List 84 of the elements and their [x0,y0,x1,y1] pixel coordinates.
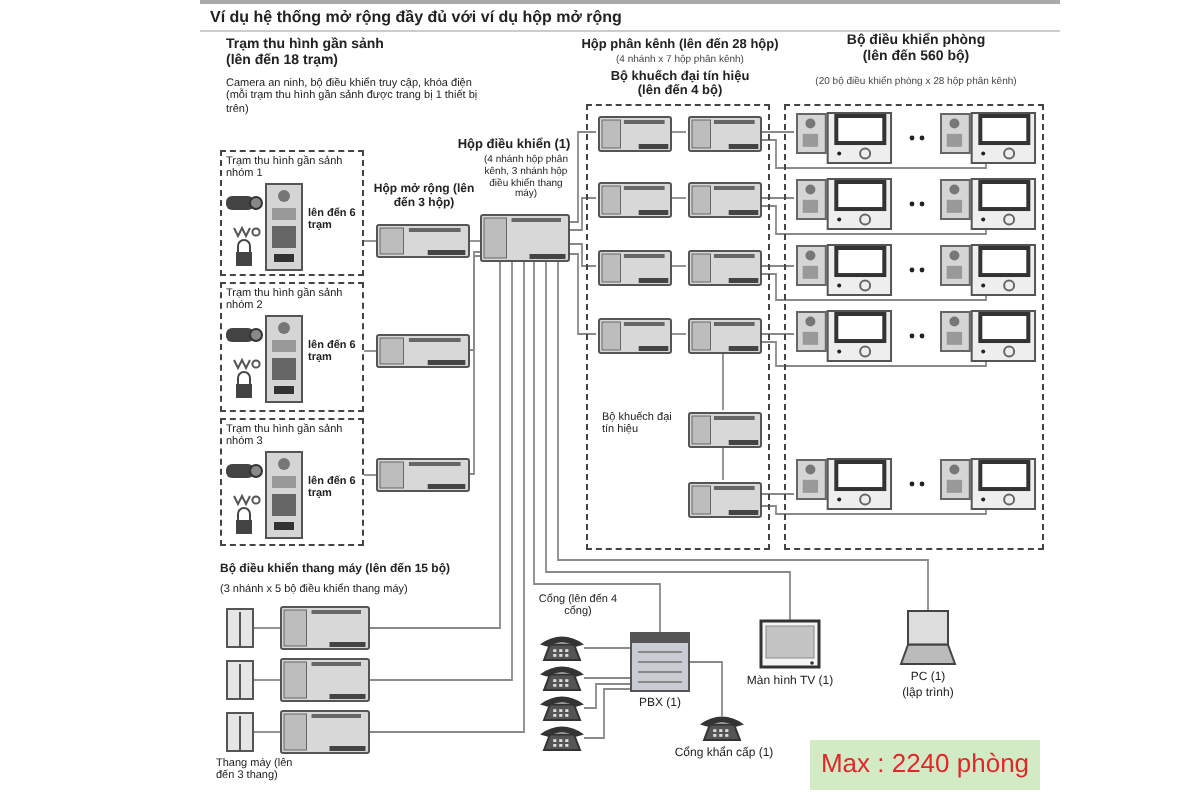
connection-line [253,627,281,629]
room-monitor-drawing [940,244,1036,296]
connection-line [759,131,795,133]
control-unit-drawing [598,250,672,286]
connection-line [669,333,687,335]
room-monitor-drawing [796,310,892,362]
room-monitor-drawing [940,458,1036,510]
connection-line [759,493,795,495]
connection-line [363,474,377,476]
elevator-icon [226,712,254,752]
dashed-group-box [220,282,364,412]
diagram-title: Ví dụ hệ thống mở rộng đầy đủ với ví dụ hộp mở rộng [210,8,622,27]
control-unit-drawing [480,214,570,262]
connection-line [689,661,723,717]
control-unit-drawing [280,710,370,754]
control-unit-drawing [280,606,370,650]
connection-line [369,261,501,629]
note-box [810,740,1040,790]
connection-line [469,240,481,242]
connection-line [363,350,377,352]
control-unit-drawing [688,250,762,286]
connection-line [759,333,795,335]
connection-line [669,197,687,199]
control-unit-drawing [376,334,470,368]
connection-line [759,505,987,515]
room-monitor-drawing [796,458,892,510]
connection-line [722,445,724,481]
connection-line [759,341,987,367]
room-monitor-drawing [940,112,1036,164]
connection-line [557,261,929,611]
laptop-icon [900,610,956,666]
tv-screen-icon [760,620,820,668]
control-unit-drawing [688,116,762,152]
telephone-icon [540,726,584,750]
connection-line [759,205,987,235]
room-monitor-drawing [940,310,1036,362]
connection-line [722,351,724,411]
connection-line [569,197,597,231]
connection-line [533,261,661,633]
elevator-icon [226,660,254,700]
control-unit-drawing [688,318,762,354]
connection-line [583,683,631,709]
dashed-group-box [220,418,364,546]
connection-line [569,131,597,223]
room-monitor-drawing [940,178,1036,230]
connection-line [363,240,377,242]
control-unit-drawing [688,182,762,218]
connection-line [253,731,281,733]
control-unit-drawing [598,116,672,152]
control-unit-drawing [598,318,672,354]
connection-line [469,255,481,475]
connection-line [569,243,597,267]
telephone-icon [540,666,584,690]
control-unit-drawing [376,224,470,258]
connection-line [759,139,987,169]
connection-line [545,261,791,621]
connection-line [369,261,525,733]
telephone-icon [540,636,584,660]
control-unit-drawing [688,412,762,448]
control-unit-drawing [598,182,672,218]
dashed-group-box [220,150,364,276]
telephone-icon [540,696,584,720]
connection-line [669,265,687,267]
control-unit-drawing [280,658,370,702]
connection-line [583,677,631,679]
connection-line [569,253,597,335]
control-unit-drawing [688,482,762,518]
connection-line [669,131,687,133]
control-unit-drawing [376,458,470,492]
connection-line [759,197,795,199]
connection-line [583,688,631,739]
room-monitor-drawing [796,244,892,296]
pbx-unit-drawing [630,632,690,692]
connection-line [759,273,987,301]
telephone-icon [700,716,744,740]
room-monitor-drawing [796,178,892,230]
connection-line [759,265,795,267]
connection-line [253,679,281,681]
connection-line [369,261,513,681]
note-text: Max : 2240 phòng [818,750,1032,780]
elevator-icon [226,608,254,648]
connection-line [469,251,481,351]
room-monitor-drawing [796,112,892,164]
connection-line [583,647,631,649]
